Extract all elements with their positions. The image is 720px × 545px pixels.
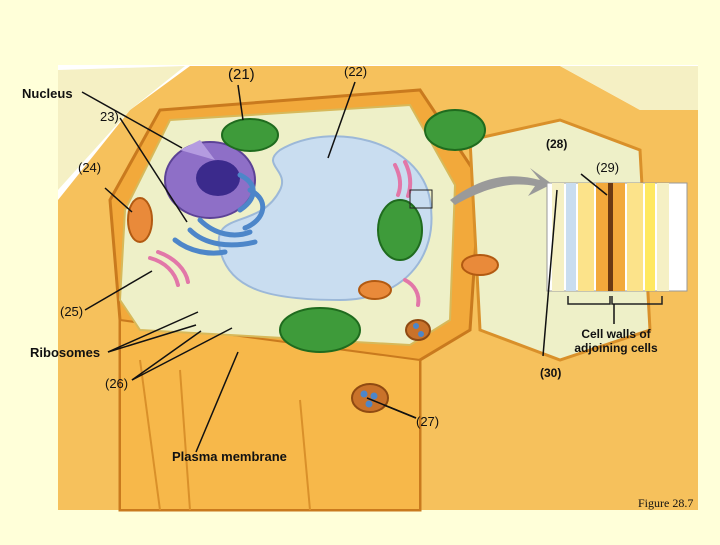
neighbor-cell-top-right: [560, 66, 698, 110]
label-25: (25): [60, 304, 84, 319]
mitochondria: [127, 197, 499, 300]
nucleus: [164, 140, 256, 219]
zoom-box: [409, 189, 433, 209]
label-28: (28): [546, 137, 568, 151]
label-27: (27): [416, 414, 440, 429]
label-22: (22): [344, 64, 368, 79]
label-ribosomes: Ribosomes: [30, 345, 101, 360]
label-23: 23): [100, 109, 119, 124]
label-30: (30): [540, 366, 562, 380]
central-vacuole: [217, 135, 433, 302]
label-cell-walls: Cell walls of adjoining cells: [574, 327, 658, 355]
inset-braces: [567, 296, 663, 305]
chloroplasts: [221, 109, 486, 353]
label-21: (21): [228, 66, 255, 83]
label-24: (24): [78, 160, 102, 175]
er: [172, 172, 266, 256]
label-nucleus: Nucleus: [22, 86, 73, 101]
leader-lines: [81, 81, 615, 453]
golgi: [148, 160, 421, 307]
label-26: (26): [105, 376, 129, 391]
plasmodesmata: [351, 319, 431, 413]
zoom-arrow: [450, 168, 552, 205]
label-plasma-membrane: Plasma membrane: [172, 449, 287, 464]
cell-walls-inset: [546, 182, 688, 292]
label-29: (29): [596, 160, 620, 175]
figure-caption: Figure 28.7: [638, 496, 694, 510]
wall-texture: [139, 359, 311, 511]
